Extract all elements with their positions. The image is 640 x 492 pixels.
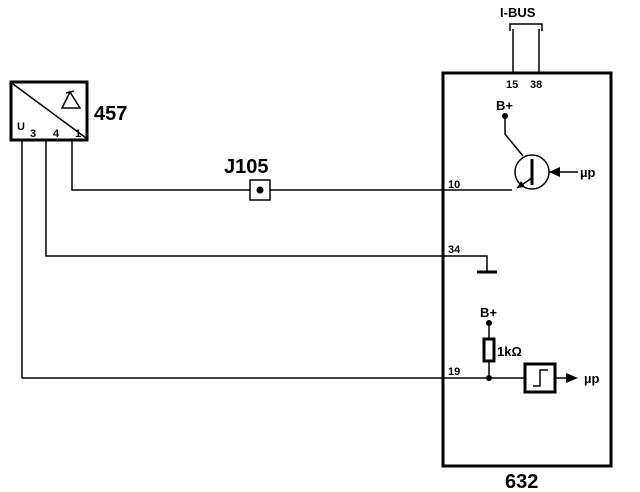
wires: [21, 140, 512, 379]
i-bus: I-BUS: [500, 5, 543, 74]
transistor-mp-label: µp: [580, 165, 595, 180]
emitter-arrow-icon: [517, 181, 525, 188]
ecu-pin-10: 10: [448, 179, 460, 191]
transistor-stage: B+ µp: [496, 98, 595, 190]
sensor-pin-1: 1: [75, 128, 81, 140]
connector-box: [249, 179, 271, 201]
sensor-457: 457 U 3 4 1: [9, 80, 127, 142]
resistor-label: 1kΩ: [497, 344, 522, 359]
ecu-id-label: 632: [505, 471, 538, 492]
sensor-diagonal: [12, 83, 87, 139]
bus-pin-38: 38: [530, 79, 542, 91]
connector-id-label: J105: [224, 156, 269, 178]
resistor-body: [482, 337, 496, 363]
wire-signal-pin10: [71, 140, 250, 191]
trigger-step-glyph: [533, 369, 548, 387]
trigger-mp-label: µp: [584, 371, 599, 386]
trigger-output-arrow-icon: [566, 373, 578, 383]
sensor-body: [9, 80, 89, 142]
ecu-pin-19: 19: [448, 366, 460, 378]
supply-label-bottom: B+: [480, 305, 497, 320]
wire-ground-pin34: [45, 140, 488, 272]
control-unit-632: 632 15 38 10 34 19: [441, 71, 613, 492]
collector-wire: [504, 116, 524, 157]
bus-pin-15: 15: [506, 79, 518, 91]
sensor-pin-3: 3: [30, 128, 36, 140]
base-input-arrow-icon: [549, 167, 560, 177]
connector-dot: [256, 186, 264, 194]
bus-label: I-BUS: [500, 5, 536, 20]
sensor-pin-4: 4: [53, 128, 60, 140]
trigger-stage: B+ 1kΩ µp: [480, 305, 599, 394]
sensor-id-label: 457: [94, 103, 127, 125]
connector-j105: J105: [224, 156, 271, 201]
supply-label-top: B+: [496, 98, 513, 113]
sensor-terminal-u: U: [17, 121, 25, 133]
bus-bracket: [509, 23, 543, 31]
ecu-pin-34: 34: [448, 244, 461, 256]
sensor-delta-icon: [60, 90, 82, 109]
ecu-body: [441, 71, 613, 468]
wire-supply-pin19: [21, 140, 489, 379]
